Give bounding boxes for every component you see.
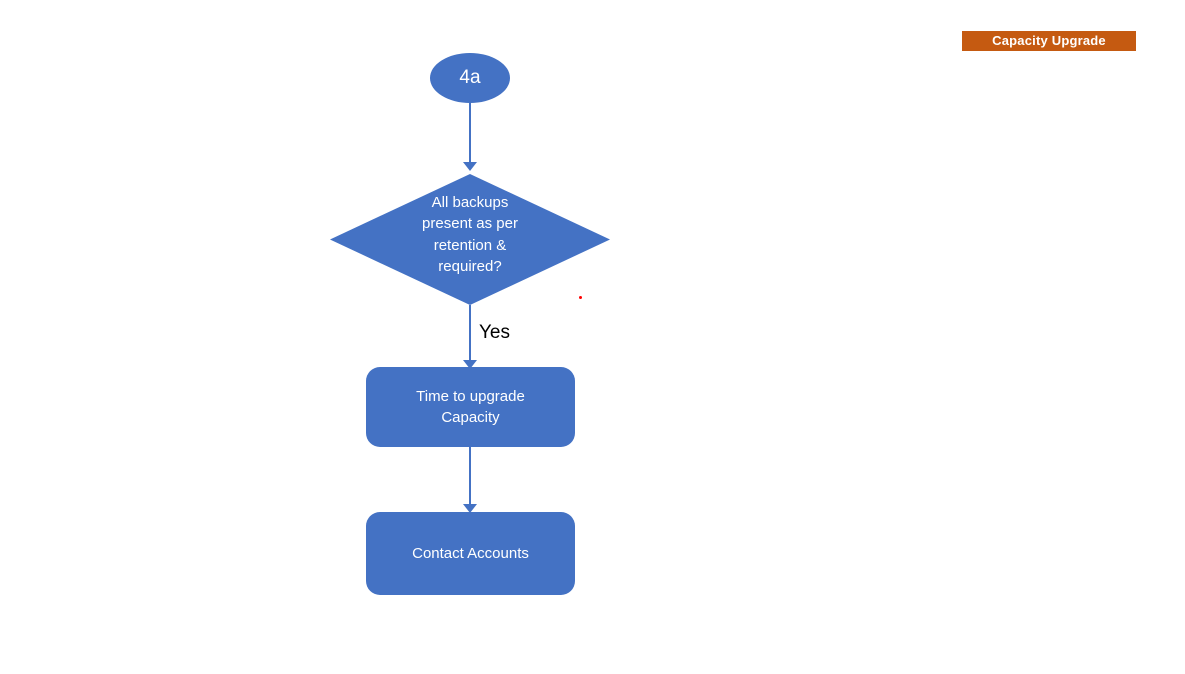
- flow-node-decision-diamond[interactable]: All backups present as per retention & r…: [330, 174, 610, 305]
- flow-node-upgrade-capacity[interactable]: Time to upgrade Capacity: [366, 367, 575, 447]
- slide-title-banner: Capacity Upgrade: [962, 31, 1136, 51]
- edge-label-yes: Yes: [479, 322, 510, 343]
- arrowhead-start-to-decision-icon: [463, 162, 477, 171]
- flow-node-contact-accounts[interactable]: Contact Accounts: [366, 512, 575, 595]
- decision-label-line-2: present as per: [422, 215, 518, 233]
- decision-label-line-3: retention &: [433, 236, 507, 254]
- upgrade-label-line-2: Capacity: [441, 409, 500, 426]
- flow-node-accounts-label: Contact Accounts: [412, 544, 529, 562]
- connector-start-to-decision: [469, 103, 471, 163]
- connector-decision-to-upgrade: [469, 305, 471, 361]
- flow-node-start-ellipse[interactable]: 4a: [430, 53, 510, 103]
- flow-node-upgrade-label: Time to upgrade Capacity: [416, 386, 525, 429]
- decision-label-line-1: All backups: [431, 194, 509, 211]
- decision-label-line-4: required?: [438, 257, 502, 275]
- flow-node-start-label: 4a: [459, 67, 481, 88]
- arrowhead-upgrade-to-accounts-icon: [463, 504, 477, 513]
- upgrade-label-line-1: Time to upgrade: [416, 387, 525, 405]
- flow-node-decision-label: All backups present as per retention & r…: [395, 192, 545, 277]
- arrowhead-decision-to-upgrade-icon: [463, 360, 477, 369]
- stray-red-dot-artifact: [579, 296, 582, 299]
- connector-upgrade-to-accounts: [469, 447, 471, 505]
